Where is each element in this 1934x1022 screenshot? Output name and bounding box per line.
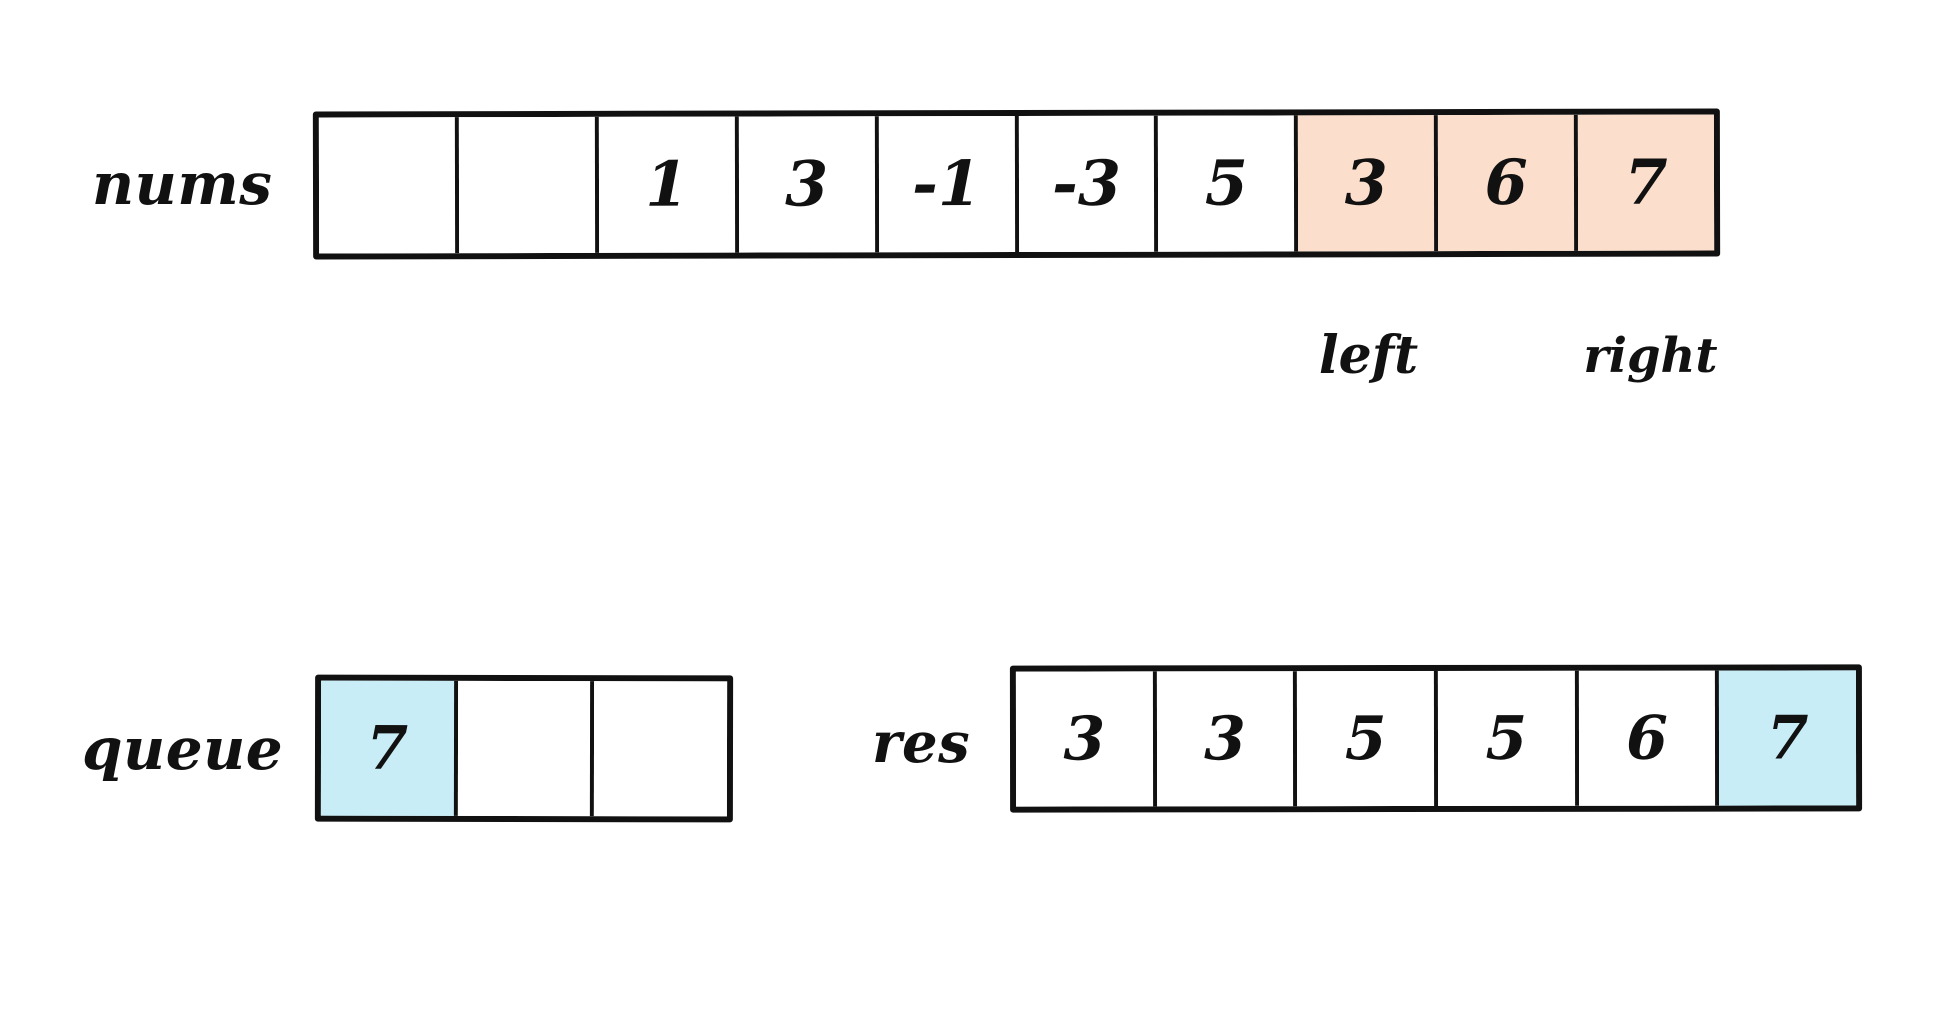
- nums-row-label: nums: [92, 150, 273, 218]
- queue-row-label: queue: [82, 715, 284, 783]
- nums-cell-6: 5: [1158, 115, 1299, 252]
- pointer-label-left: left: [1318, 325, 1419, 386]
- nums-cell-2: 1: [598, 116, 739, 253]
- nums-cell-3: 3: [738, 116, 879, 253]
- nums-cell-5: -3: [1018, 115, 1159, 252]
- queue-cell-0: 7: [320, 680, 458, 816]
- queue-cell-2: [594, 681, 728, 817]
- res-cell-1: 3: [1156, 671, 1298, 807]
- nums-cell-4: -1: [878, 115, 1019, 253]
- res-cell-0: 3: [1015, 671, 1157, 807]
- queue-array: 7: [314, 674, 734, 823]
- res-cell-5: 7: [1719, 670, 1857, 806]
- nums-cell-1: [458, 116, 599, 254]
- res-cell-4: 6: [1578, 670, 1720, 806]
- nums-cell-0: [318, 117, 460, 254]
- res-row-label: res: [872, 710, 971, 776]
- nums-cell-7: 3: [1298, 115, 1439, 252]
- nums-cell-8: 6: [1438, 114, 1579, 252]
- pointer-label-right: right: [1583, 328, 1718, 384]
- res-cell-3: 5: [1437, 670, 1579, 806]
- nums-cell-9: 7: [1578, 114, 1715, 251]
- res-cell-2: 5: [1297, 670, 1439, 807]
- queue-cell-1: [457, 680, 595, 817]
